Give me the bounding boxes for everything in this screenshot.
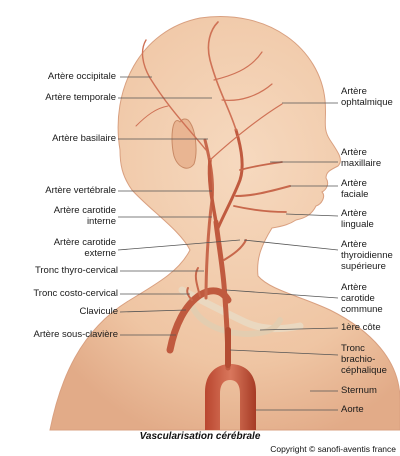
label-tronc-thyro-cervical: Tronc thyro-cervical	[34, 265, 118, 276]
label-premiere-cote: 1ère côte	[341, 322, 381, 333]
label-line: Artère	[341, 208, 367, 219]
leader-lines-left	[117, 76, 241, 336]
label-line: Artère	[341, 239, 367, 250]
label-artere-carotide-commune: Artère carotide commune	[341, 282, 383, 315]
label-line: externe	[84, 248, 116, 259]
leader-lines-right	[225, 102, 339, 411]
label-line: interne	[86, 216, 116, 227]
label-line: Artère carotide	[53, 205, 116, 216]
first-rib-bone	[187, 297, 283, 338]
label-artere-occipitale: Artère occipitale	[47, 71, 116, 82]
figure-caption: Vascularisation cérébrale	[139, 431, 261, 442]
label-line: Artère	[341, 282, 367, 293]
head-silhouette	[49, 16, 400, 431]
label-artere-ophtalmique: Artère ophtalmique	[341, 86, 393, 108]
label-artere-sous-claviere: Artère sous-clavière	[33, 329, 118, 340]
label-line: supérieure	[341, 261, 386, 272]
label-line: Artère carotide	[53, 237, 116, 248]
label-line: ophtalmique	[341, 97, 393, 108]
label-line: Artère	[341, 86, 367, 97]
ear	[171, 118, 197, 169]
label-artere-temporale: Artère temporale	[45, 92, 116, 103]
copyright-text: Copyright © sanofi-aventis france	[270, 444, 396, 454]
label-tronc-costo-cervical: Tronc costo-cervical	[33, 288, 118, 299]
label-sternum: Sternum	[341, 385, 377, 396]
label-line: linguale	[341, 219, 374, 230]
label-tronc-brachio-cephalique: Tronc brachio- céphalique	[341, 343, 387, 376]
label-line: brachio-	[341, 354, 376, 365]
label-artere-maxillaire: Artère maxillaire	[341, 147, 381, 169]
label-line: Artère	[341, 178, 367, 189]
label-line: maxillaire	[341, 158, 382, 169]
aorta	[205, 364, 256, 430]
label-line: Tronc	[341, 343, 365, 354]
label-artere-carotide-externe: Artère carotide externe	[0, 237, 116, 259]
label-artere-thyroidienne-superieure: Artère thyroidienne supérieure	[341, 239, 393, 272]
arteries	[135, 21, 291, 371]
label-line: commune	[341, 304, 383, 315]
label-line: thyroidienne	[341, 250, 393, 261]
label-line: faciale	[341, 189, 369, 200]
label-line: carotide	[341, 293, 375, 304]
label-artere-linguale: Artère linguale	[341, 208, 374, 230]
label-artere-carotide-interne: Artère carotide interne	[0, 205, 116, 227]
label-artere-faciale: Artère faciale	[341, 178, 368, 200]
label-artere-vertebrale: Artère vertébrale	[45, 185, 116, 196]
label-aorte: Aorte	[341, 404, 364, 415]
label-clavicule: Clavicule	[79, 306, 118, 317]
label-line: Artère	[341, 147, 367, 158]
label-line: céphalique	[341, 365, 387, 376]
label-artere-basilaire: Artère basilaire	[52, 133, 116, 144]
